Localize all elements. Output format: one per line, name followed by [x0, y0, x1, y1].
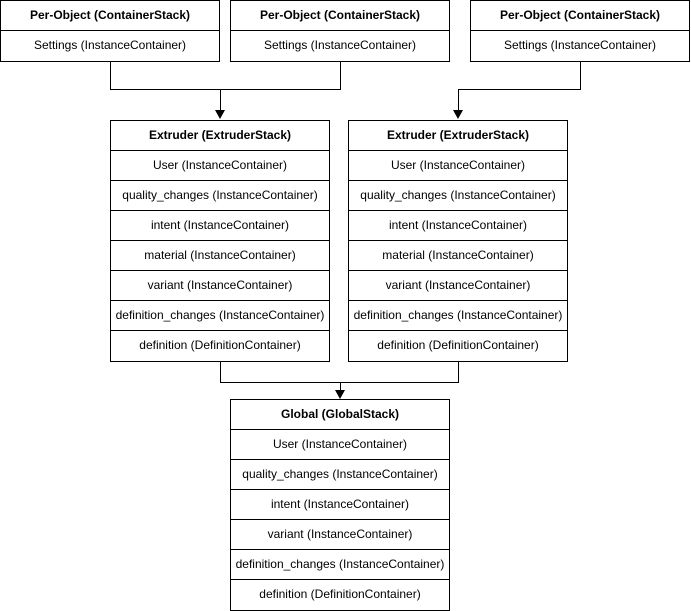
extruder-stack-2-row-user: User (InstanceContainer): [349, 151, 567, 181]
arrow-down-global-icon: [335, 390, 345, 399]
per-object-stack-1-row-settings: Settings (InstanceContainer): [33, 38, 187, 52]
global-stack-row-definition: definition (DefinitionContainer): [259, 587, 421, 601]
extruder-stack-2-row-quality-changes: quality_changes (InstanceContainer): [349, 181, 567, 211]
connector-extruder2-drop-line: [458, 362, 459, 382]
connector-extruder1-drop-line: [220, 362, 221, 382]
global-stack-title: Global (GlobalStack): [231, 400, 449, 430]
per-object-stack-3: Per-Object (ContainerStack) Settings (In…: [470, 0, 690, 62]
connector-perobject1-drop-line: [110, 62, 111, 89]
extruder-stack-1-row-quality-changes: quality_changes (InstanceContainer): [111, 181, 329, 211]
extruder-stack-1-title: Extruder (ExtruderStack): [111, 121, 329, 151]
connector-perobject3-drop-line: [580, 62, 581, 89]
per-object-stack-1: Per-Object (ContainerStack) Settings (In…: [0, 0, 220, 62]
extruder-stack-1-row-definition-changes: definition_changes (InstanceContainer): [111, 301, 329, 331]
extruder-stack-1-row-variant: variant (InstanceContainer): [111, 271, 329, 301]
extruder-stack-2-row-definition: definition (DefinitionContainer): [377, 338, 539, 352]
connector-global-arrow-stem: [340, 382, 341, 391]
arrow-down-extruder1-icon: [215, 110, 225, 119]
connector-perobjects-to-extruder1-hline: [110, 89, 341, 90]
extruder-stack-1-row-definition: definition (DefinitionContainer): [139, 338, 301, 352]
extruder-stack-1-row-material: material (InstanceContainer): [111, 241, 329, 271]
arrow-down-extruder2-icon: [453, 110, 463, 119]
per-object-stack-3-row-settings: Settings (InstanceContainer): [503, 38, 657, 52]
per-object-stack-3-title: Per-Object (ContainerStack): [471, 1, 689, 31]
global-stack-row-intent: intent (InstanceContainer): [231, 490, 449, 520]
extruder-stack-2-row-variant: variant (InstanceContainer): [349, 271, 567, 301]
connector-extruder2-arrow-stem: [458, 89, 459, 111]
per-object-stack-2: Per-Object (ContainerStack) Settings (In…: [230, 0, 450, 62]
per-object-stack-2-row-settings: Settings (InstanceContainer): [263, 38, 417, 52]
global-stack-row-definition-changes: definition_changes (InstanceContainer): [231, 550, 449, 580]
extruder-stack-2: Extruder (ExtruderStack) User (InstanceC…: [348, 120, 568, 362]
global-stack: Global (GlobalStack) User (InstanceConta…: [230, 399, 450, 611]
connector-perobject3-to-extruder2-hline: [458, 89, 581, 90]
extruder-stack-2-title: Extruder (ExtruderStack): [349, 121, 567, 151]
extruder-stack-1: Extruder (ExtruderStack) User (InstanceC…: [110, 120, 330, 362]
extruder-stack-2-row-material: material (InstanceContainer): [349, 241, 567, 271]
connector-extruder1-arrow-stem: [220, 89, 221, 111]
per-object-stack-2-title: Per-Object (ContainerStack): [231, 1, 449, 31]
connector-extruders-to-global-hline: [220, 382, 459, 383]
global-stack-row-user: User (InstanceContainer): [231, 430, 449, 460]
connector-perobject2-drop-line: [340, 62, 341, 89]
extruder-stack-2-row-definition-changes: definition_changes (InstanceContainer): [349, 301, 567, 331]
global-stack-row-quality-changes: quality_changes (InstanceContainer): [231, 460, 449, 490]
extruder-stack-1-row-user: User (InstanceContainer): [111, 151, 329, 181]
per-object-stack-1-title: Per-Object (ContainerStack): [1, 1, 219, 31]
extruder-stack-1-row-intent: intent (InstanceContainer): [111, 211, 329, 241]
global-stack-row-variant: variant (InstanceContainer): [231, 520, 449, 550]
extruder-stack-2-row-intent: intent (InstanceContainer): [349, 211, 567, 241]
